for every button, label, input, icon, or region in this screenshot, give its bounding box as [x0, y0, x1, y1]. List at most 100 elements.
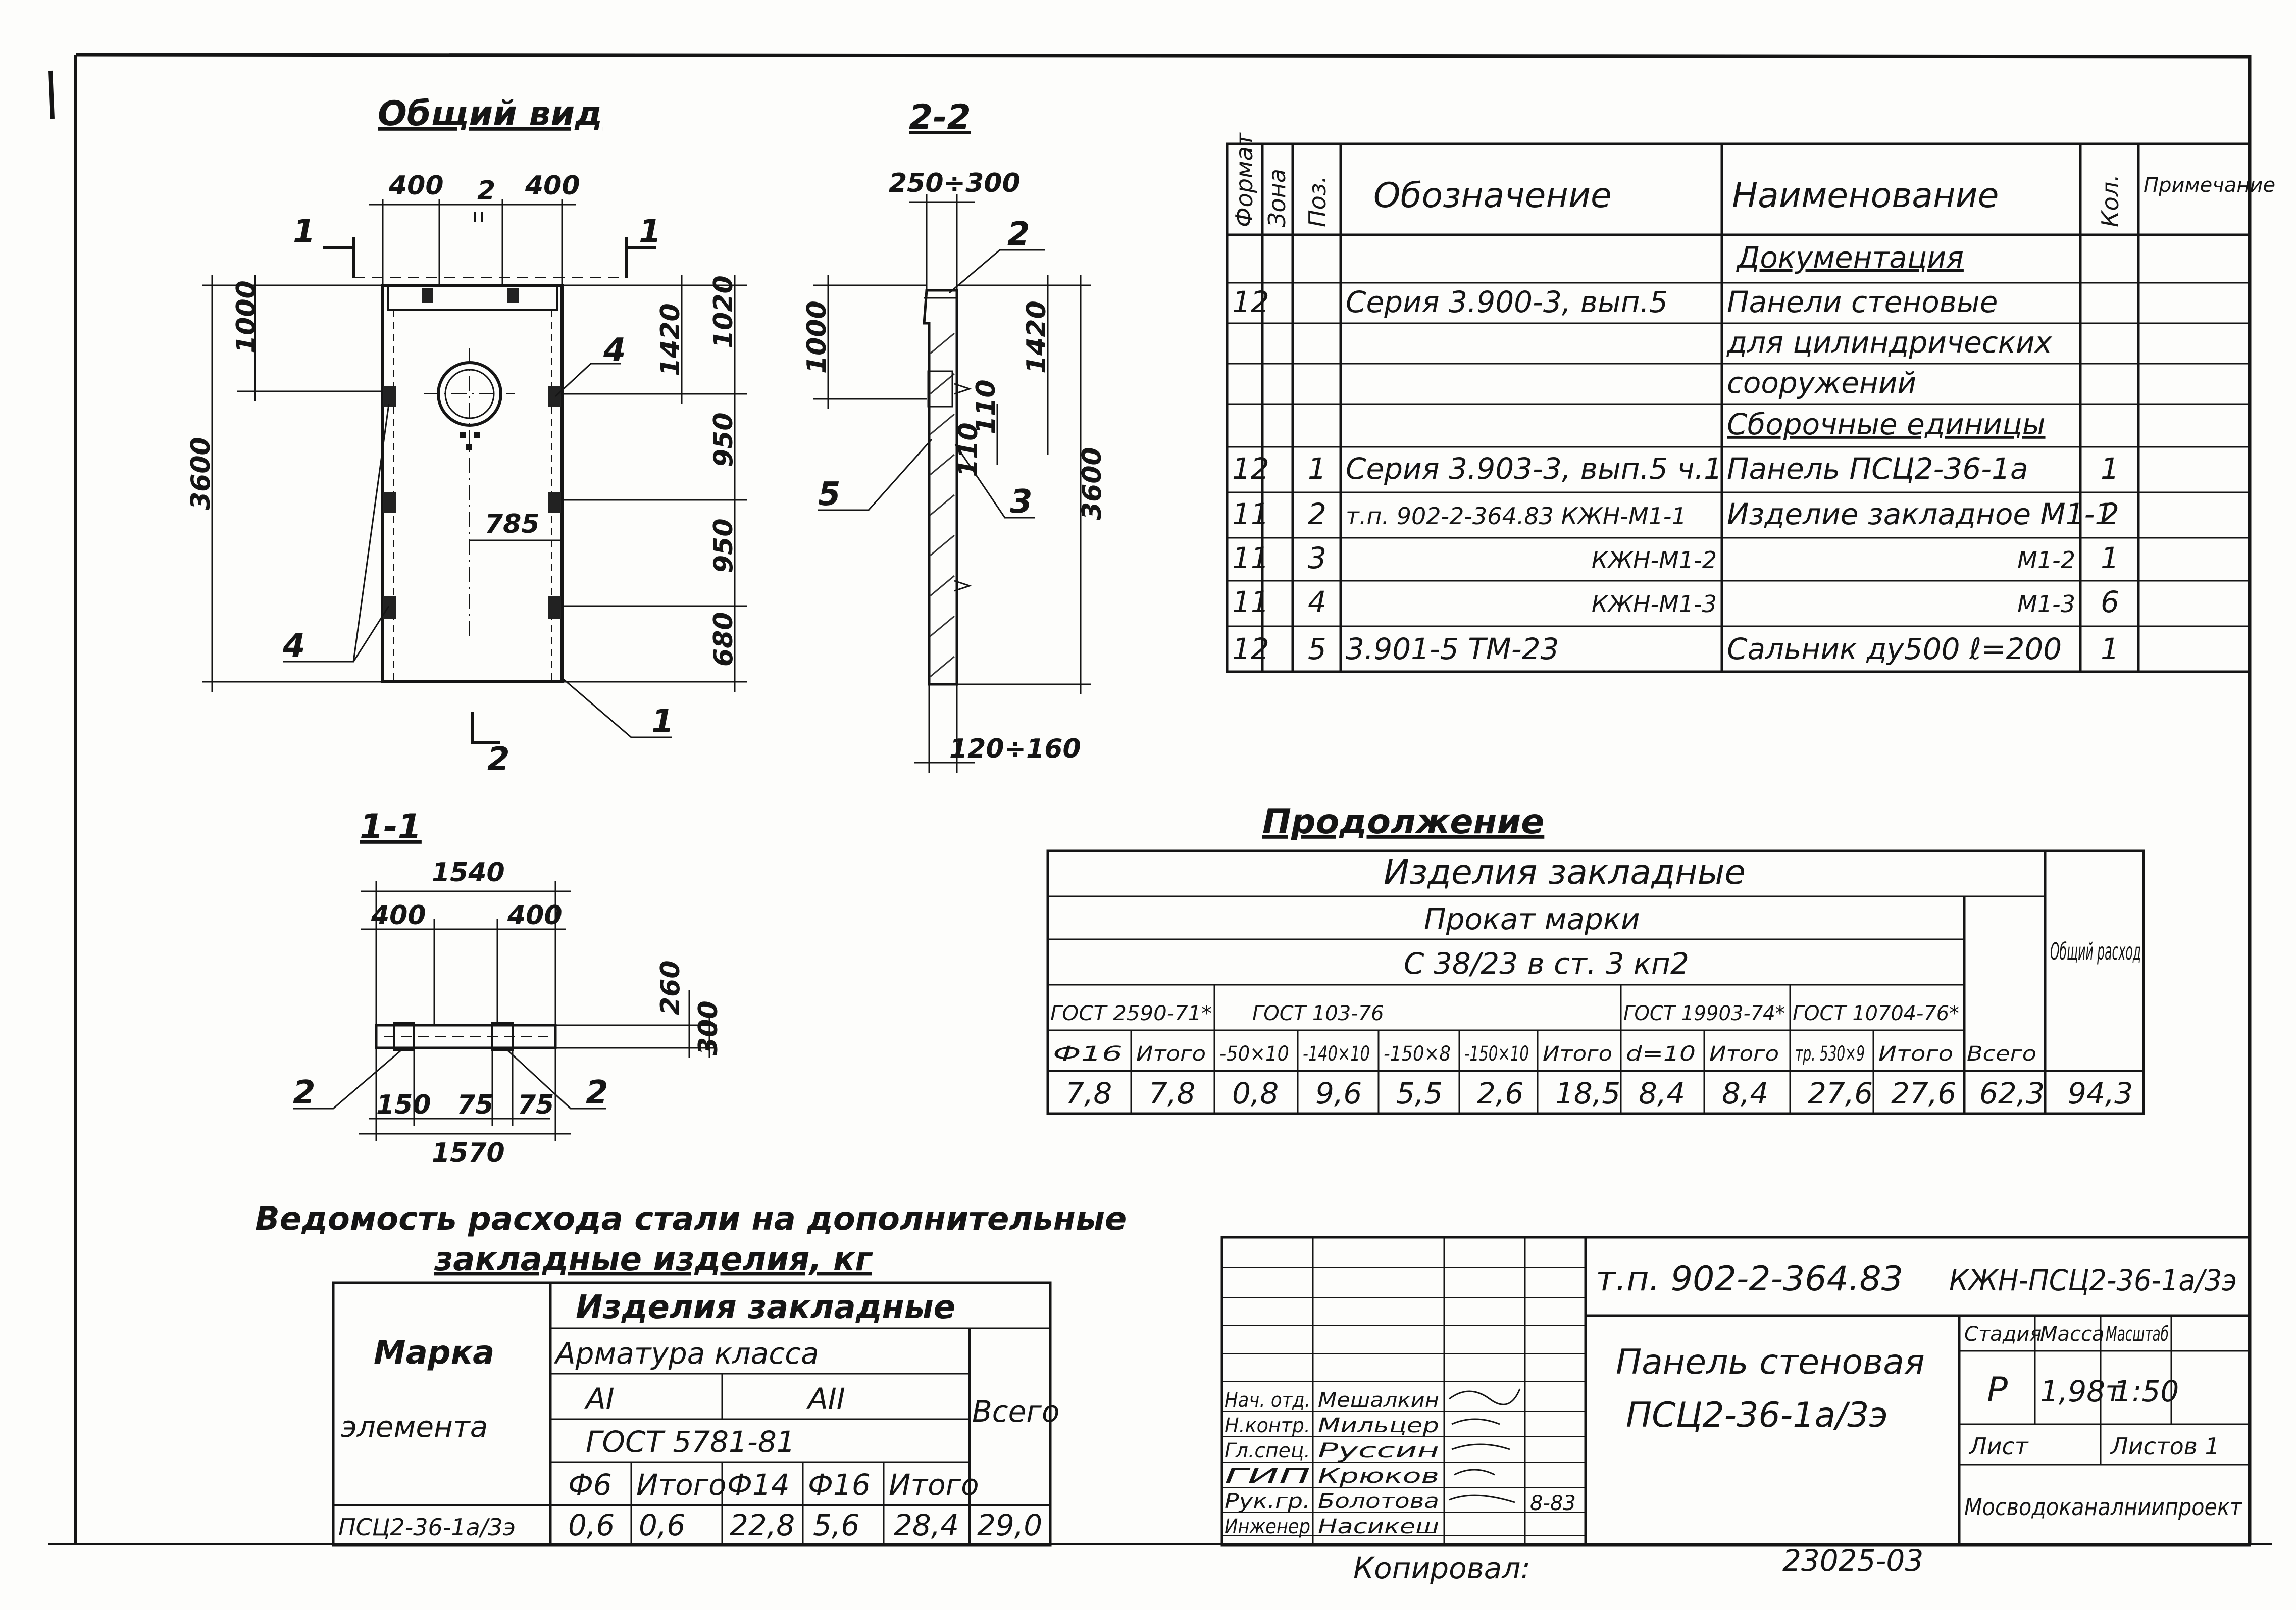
spec-header-format: Формат [1231, 132, 1258, 227]
tb-staff-name: Мильцер [1318, 1414, 1439, 1437]
cut-label-2: 2 [487, 741, 510, 778]
cont-row3: С 38/23 в ст. 3 кп2 [1404, 946, 1689, 981]
spec-row-docs: Документация [1736, 240, 1964, 275]
steel-mark-header-2: элемента [341, 1410, 488, 1444]
steel-title-1: Ведомость расхода стали на дополнительны… [255, 1200, 1127, 1238]
spec-cell: 11 [1232, 541, 1269, 575]
spec-header-qty: Кол. [2097, 174, 2124, 227]
leader-4 [283, 404, 390, 663]
dim-75: 75 [518, 1090, 554, 1120]
steel-class-a2: АII [806, 1382, 845, 1416]
leader-5 [818, 439, 933, 511]
cont-column-label: Итого [1709, 1042, 1779, 1066]
tb-stage: Р [1987, 1370, 2008, 1410]
leader-2 [293, 1047, 404, 1110]
leader-3 [954, 444, 1035, 519]
spec-cell: М1-3 [2017, 590, 2075, 618]
gland-section [927, 370, 953, 408]
steel-col: Ф6 [568, 1468, 612, 1502]
spec-cell: 3 [1308, 541, 1326, 575]
spec-cell: Изделие закладное М1-1 [1727, 497, 2113, 531]
cont-gost: ГОСТ 2590-71* [1050, 1002, 1212, 1025]
embedded-tab [954, 383, 972, 592]
dim-260: 260 [655, 960, 686, 1015]
dim-1420: 1420 [655, 303, 686, 376]
cont-gost: ГОСТ 103-76 [1252, 1002, 1384, 1025]
cont-column-label: Всего [1967, 1042, 2036, 1066]
tb-staff-name: Крюков [1318, 1465, 1439, 1488]
spec-cell: т.п. 902-2-364.83 КЖН-М1-1 [1346, 502, 1687, 530]
dim-1000: 1000 [802, 300, 832, 374]
embedded-plate-top [422, 288, 433, 303]
tb-mass: 1,98т [2040, 1374, 2123, 1408]
cut-marker-1-left [323, 237, 355, 278]
spec-table-text: Формат Зона Поз. Обозначение Наименовани… [1231, 132, 2275, 666]
spec-cell: для цилиндрических [1726, 325, 2053, 360]
section-2-2-outline [923, 289, 958, 686]
dim-1420: 1420 [1022, 300, 1052, 374]
cont-row2: Прокат марки [1424, 902, 1640, 936]
spec-cell: Серия 3.900-3, вып.5 [1346, 285, 1668, 319]
cont-column-label: Итого [1543, 1042, 1612, 1066]
spec-cell: 11 [1232, 585, 1269, 619]
tb-staff-role: Рук.гр. [1224, 1490, 1310, 1513]
cut-marker-1-right [625, 237, 656, 278]
spec-cell: КЖН-М1-3 [1592, 590, 1717, 618]
steel-rebar-header: Арматура класса [553, 1336, 819, 1371]
steel-value: 28,4 [894, 1508, 959, 1542]
dim-150: 150 [376, 1090, 431, 1120]
spec-cell: 11 [1232, 497, 1269, 531]
steel-value: 0,6 [568, 1508, 615, 1542]
callout-5: 5 [818, 476, 841, 513]
callout-4: 4 [603, 332, 626, 369]
tb-doc-code: КЖН-ПСЦ2-36-1а/3э [1949, 1263, 2237, 1297]
continuation-title: Продолжение [1262, 802, 1544, 842]
spec-table [1226, 142, 2251, 673]
cont-row1: Изделия закладные [1384, 852, 1746, 892]
steel-value: 0,6 [639, 1508, 685, 1542]
spec-cell: КЖН-М1-2 [1592, 546, 1717, 574]
callout-4: 4 [282, 627, 305, 665]
spec-cell: Панели стеновые [1727, 285, 1998, 319]
tb-staff-role: ГИП [1224, 1465, 1310, 1488]
tb-staff-role: Нач. отд. [1224, 1389, 1310, 1412]
tb-date: 8-83 [1530, 1492, 1576, 1515]
tb-org: Мосводоканалниипроект [1964, 1493, 2242, 1521]
tb-scale-header: Масштаб [2106, 1323, 2169, 1346]
cont-gost: ГОСТ 19903-74* [1623, 1002, 1785, 1025]
cont-value: 8,4 [1722, 1076, 1768, 1111]
dim-120-160: 120÷160 [949, 734, 1081, 764]
dim-3600: 3600 [1077, 447, 1107, 520]
steel-col: Ф16 [808, 1468, 871, 1502]
cont-column-label: -140×10 [1303, 1042, 1370, 1066]
cont-value: 27,6 [1808, 1076, 1873, 1111]
callout-2: 2 [1007, 216, 1030, 253]
mark-tick [474, 212, 483, 222]
steel-gost: ГОСТ 5781-81 [586, 1425, 795, 1459]
tb-sheets-label: Листов 1 [2110, 1433, 2220, 1460]
spec-cell: 1 [2101, 451, 2119, 486]
dim-1540: 1540 [432, 858, 505, 888]
dim-400: 400 [525, 171, 580, 201]
dim-3600: 3600 [186, 437, 216, 510]
tb-stage-header: Стадия [1964, 1323, 2042, 1346]
spec-cell: 5 [1308, 632, 1326, 666]
steel-value: 5,6 [813, 1508, 859, 1542]
cont-value: 7,8 [1149, 1076, 1195, 1111]
dim-110: 110 [953, 422, 984, 477]
spec-cell: Сальник ду500 ℓ=200 [1727, 632, 2062, 666]
tb-scale: 1:50 [2113, 1374, 2179, 1408]
callout-2: 2 [293, 1074, 316, 1112]
dim-400: 400 [388, 171, 444, 201]
embedded-plate [383, 492, 396, 513]
dim-1000: 1000 [231, 280, 262, 354]
cont-column-label: -150×8 [1384, 1042, 1451, 1066]
spec-header-pos: Поз. [1304, 176, 1331, 227]
cut-label-1: 1 [639, 213, 661, 250]
cont-column-label: d=10 [1626, 1042, 1696, 1066]
steel-title-2: закладные изделия, кг [434, 1241, 873, 1278]
title-block-grid [1220, 1236, 2251, 1547]
section-2-2-title: 2-2 [909, 97, 971, 137]
tb-staff-role: Инженер [1224, 1515, 1310, 1538]
